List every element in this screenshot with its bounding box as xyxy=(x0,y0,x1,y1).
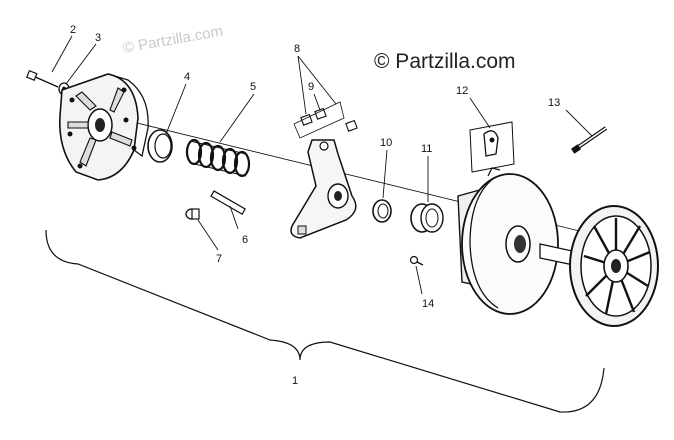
callout-labels: 1 2 3 4 5 6 7 8 9 10 11 12 13 14 xyxy=(70,24,560,387)
part-2-bolt xyxy=(26,69,59,88)
callout-7: 7 xyxy=(216,253,222,265)
callout-2: 2 xyxy=(70,24,76,36)
callout-11: 11 xyxy=(421,143,432,155)
callout-12: 12 xyxy=(456,85,468,97)
moveable-sheave xyxy=(457,167,559,315)
callout-1: 1 xyxy=(292,375,298,387)
callout-3: 3 xyxy=(95,32,101,44)
part-6-pin xyxy=(210,190,246,216)
cover-plate xyxy=(59,73,149,181)
callout-14: 14 xyxy=(422,298,434,310)
fixed-sheave xyxy=(569,205,659,327)
part-8-9-hardware xyxy=(293,101,358,139)
part-7-roller xyxy=(185,208,200,220)
part-12-bracket xyxy=(469,121,515,173)
callout-8: 8 xyxy=(294,43,300,55)
callout-9: 9 xyxy=(308,81,314,93)
callout-6: 6 xyxy=(242,234,248,246)
callout-5: 5 xyxy=(250,81,256,93)
leader-lines xyxy=(51,35,593,295)
watermark-faint: © Partzilla.com xyxy=(122,23,224,57)
part-11-bushing xyxy=(410,203,444,233)
callout-13: 13 xyxy=(548,97,560,109)
callout-4: 4 xyxy=(184,71,190,83)
assembly-bracket xyxy=(45,229,605,413)
part-10-washer xyxy=(372,199,392,223)
watermark-main: © Partzilla.com xyxy=(374,50,516,73)
spider-arm xyxy=(290,139,357,239)
part-13-bolt xyxy=(571,126,608,154)
part-14-bolt xyxy=(409,255,424,266)
part-4-ring xyxy=(147,129,173,163)
callout-10: 10 xyxy=(380,137,392,149)
part-5-spring xyxy=(185,138,251,178)
